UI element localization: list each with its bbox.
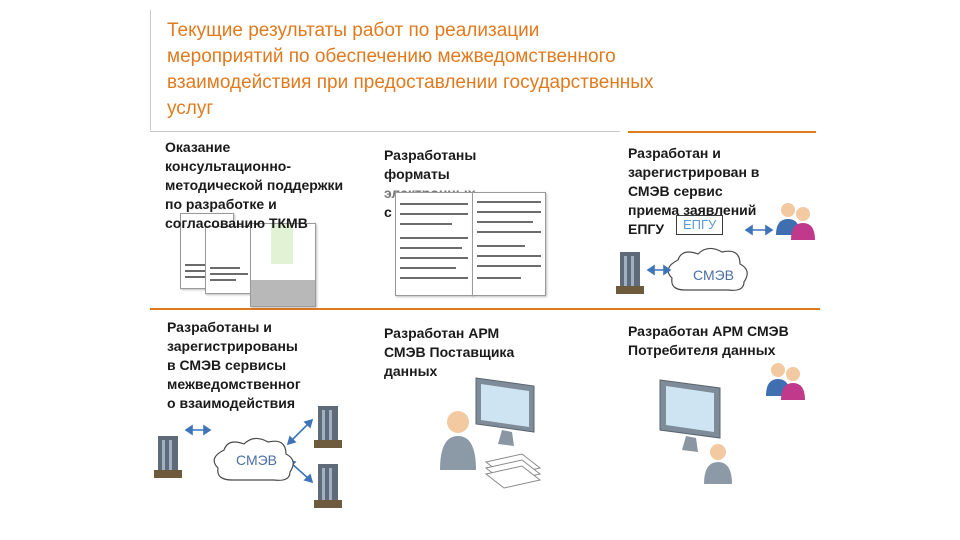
cell-line: Потребителя данных xyxy=(628,342,776,358)
cell-service-text: Разработан и зарегистрирован в СМЭВ серв… xyxy=(628,144,759,239)
person-icon xyxy=(704,444,732,484)
cloud-icon xyxy=(213,437,294,481)
cell-line: зарегистрированы xyxy=(167,338,298,354)
cell-line: Разработаны xyxy=(384,147,477,163)
cell-arm-provider-graphics xyxy=(440,377,542,489)
header-rule-accent xyxy=(628,131,816,133)
slide-title: Текущие результаты работ по реализации м… xyxy=(167,18,787,122)
title-line: взаимодействия при предоставлении госуда… xyxy=(167,72,654,93)
cell-arm-consumer-graphics xyxy=(659,363,805,484)
cell-line: данных xyxy=(384,363,438,379)
person-icon xyxy=(440,411,476,470)
cloud-label: СМЭВ xyxy=(236,452,278,468)
cell-line: Оказание xyxy=(165,139,231,155)
users-icon xyxy=(766,363,805,400)
cell-line: СМЭВ сервис xyxy=(628,183,723,199)
building-icon xyxy=(154,436,182,478)
building-icon xyxy=(314,406,342,448)
cloud-label: СМЭВ xyxy=(693,267,735,283)
cloud-icon xyxy=(667,247,748,291)
cell-arm-consumer-text: Разработан АРМ СМЭВ Потребителя данных xyxy=(628,322,789,360)
cell-consulting: Оказание консультационно- методической п… xyxy=(165,138,375,307)
title-line: мероприятий по обеспечению межведомствен… xyxy=(167,46,616,67)
cell-line: СМЭВ Поставщика xyxy=(384,344,515,360)
cell-service-graphics xyxy=(616,203,815,294)
cell-line: с xyxy=(384,204,392,220)
cell-line: консультационно- xyxy=(165,158,292,174)
cell-line: межведомственног xyxy=(167,376,301,392)
users-icon xyxy=(776,203,815,240)
double-arrow-icon xyxy=(646,264,672,276)
header-rule xyxy=(150,131,620,132)
cell-line: в СМЭВ сервисы xyxy=(167,357,287,373)
cell-line: согласованию ТКМВ xyxy=(165,215,308,231)
cell-line: зарегистрирован в xyxy=(628,164,760,180)
document-icon xyxy=(395,192,473,296)
cell-consulting-text: Оказание консультационно- методической п… xyxy=(165,138,343,233)
double-arrow-icon xyxy=(744,224,774,236)
cell-line: по разработке и xyxy=(165,196,277,212)
cell-line: Разработан и xyxy=(628,145,721,161)
monitor-icon xyxy=(659,379,721,452)
cell-line: Разработаны и xyxy=(167,319,272,335)
cell-services-text: Разработаны и зарегистрированы в СМЭВ се… xyxy=(167,318,301,413)
cell-services-graphics xyxy=(154,406,342,508)
double-arrow-icon xyxy=(286,418,314,446)
monitor-icon xyxy=(475,377,535,446)
cell-line: о взаимодействия xyxy=(167,395,296,411)
cell-line: Разработан АРМ СМЭВ xyxy=(628,323,789,339)
double-arrow-icon xyxy=(184,424,212,436)
title-divider-vertical xyxy=(150,10,151,130)
epgu-box: ЕПГУ xyxy=(676,215,724,235)
document-icon xyxy=(484,453,542,489)
cell-line: ЕПГУ xyxy=(628,221,665,237)
cell-arm-provider-text: Разработан АРМ СМЭВ Поставщика данных xyxy=(384,324,514,381)
title-line: Текущие результаты работ по реализации xyxy=(167,20,540,41)
document-icon xyxy=(472,192,546,296)
cell-line: форматы xyxy=(384,166,450,182)
cell-line: Разработан АРМ xyxy=(384,325,500,341)
row-divider xyxy=(150,308,820,310)
cell-line: методической поддержки xyxy=(165,177,344,193)
building-icon xyxy=(314,464,342,508)
title-line: услуг xyxy=(167,98,214,119)
building-icon xyxy=(616,252,644,294)
document-icon xyxy=(250,223,316,307)
cell-line: приема заявлений xyxy=(628,202,757,218)
